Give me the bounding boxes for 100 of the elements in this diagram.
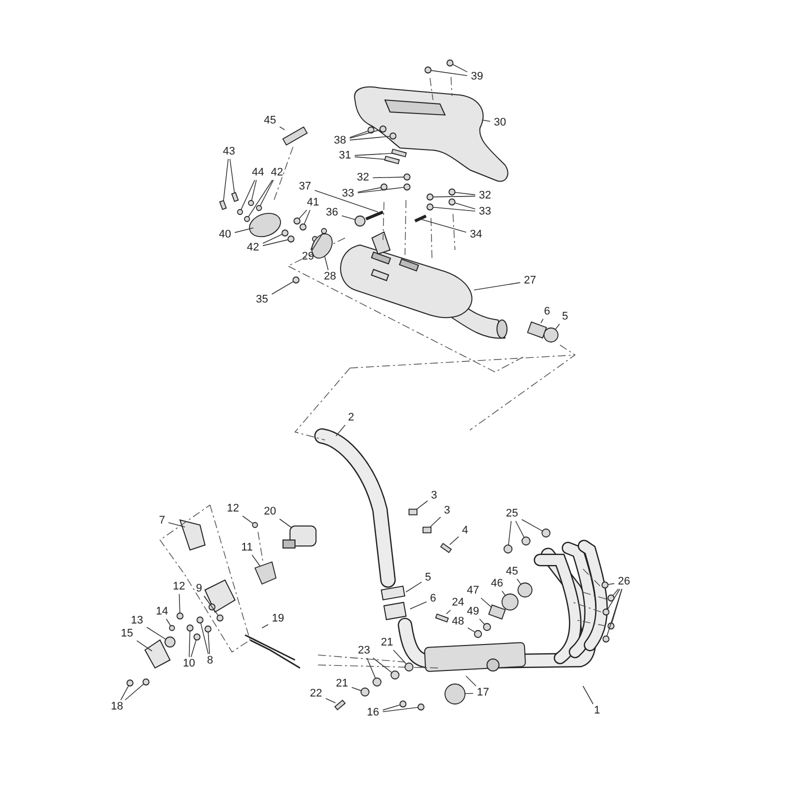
sleeve (380, 586, 406, 600)
leader-line (393, 650, 407, 664)
leader-line (349, 136, 390, 140)
nut (380, 126, 386, 132)
leader-line (454, 202, 476, 210)
leader-line (260, 180, 274, 206)
nut (448, 188, 456, 196)
leader-line (223, 158, 229, 202)
leader-line (611, 588, 622, 624)
sleeve (383, 602, 407, 620)
callout-number: 30 (494, 118, 506, 128)
callout-number: 48 (452, 616, 464, 628)
nut (237, 209, 243, 215)
leader-line (242, 516, 254, 524)
nut (360, 688, 370, 696)
nut (282, 230, 288, 236)
callout-number: 45 (506, 566, 518, 578)
leader-line (474, 282, 521, 290)
callout-number: 19 (272, 614, 284, 624)
leader-line (357, 186, 404, 194)
nut (354, 216, 366, 226)
leader-line (168, 522, 186, 528)
callout-number: 15 (120, 628, 134, 640)
leader-line (230, 158, 235, 194)
leader-line (120, 685, 129, 700)
leader-line (612, 588, 619, 596)
callout-number: 7 (158, 516, 166, 526)
silencer (340, 231, 508, 339)
leader-line (452, 64, 468, 72)
nut (292, 276, 300, 284)
leader-line (262, 624, 269, 628)
callout-number: 33 (478, 206, 492, 218)
callout-number: 27 (524, 276, 536, 286)
nut (483, 623, 491, 631)
leader-line (312, 232, 324, 250)
leader-line (430, 70, 468, 76)
bolt (231, 192, 239, 202)
leader-line (251, 180, 257, 201)
nut (404, 184, 410, 190)
nut (300, 224, 306, 230)
nut (404, 662, 414, 672)
nut (400, 700, 406, 708)
callout-number: 41 (306, 198, 320, 208)
leader-line (406, 582, 422, 592)
leader-line (314, 190, 378, 212)
bolt (391, 148, 407, 158)
leader-line (372, 658, 392, 673)
leader-line (136, 640, 152, 652)
leader-line (325, 698, 336, 704)
bracket (254, 561, 277, 585)
leader-line (540, 318, 544, 324)
callout-number: 21 (336, 678, 348, 690)
callout-number: 45 (264, 116, 276, 126)
leader-line (349, 129, 380, 139)
leader-line (248, 180, 273, 218)
nut (404, 174, 410, 180)
leader-line (271, 281, 294, 295)
bolt (219, 200, 227, 210)
leader-line (298, 210, 308, 220)
nut (608, 594, 614, 602)
leader-line (420, 218, 467, 233)
nut (294, 218, 300, 224)
nut (522, 536, 530, 546)
leader-line (279, 518, 292, 528)
nut (544, 328, 558, 342)
nut (502, 594, 518, 610)
callout-number: 42 (270, 168, 284, 178)
callout-number: 6 (430, 594, 436, 604)
leader-line (416, 500, 428, 510)
sleeve (488, 604, 506, 620)
nut (142, 678, 150, 686)
callout-number: 11 (241, 542, 253, 554)
callout-number: 40 (218, 230, 232, 240)
leader-line (324, 256, 329, 270)
leader-line (188, 630, 190, 658)
callout-number: 22 (310, 688, 322, 700)
leader-line (432, 206, 476, 212)
leader-line (279, 126, 286, 130)
callout-number: 39 (470, 72, 484, 82)
leader-line (349, 130, 369, 138)
callout-number: 32 (356, 172, 370, 184)
nut (186, 624, 194, 632)
leader-line (508, 520, 512, 546)
leader-line (354, 156, 386, 160)
bolt (384, 156, 400, 164)
nut (444, 684, 466, 704)
leader-line (467, 627, 476, 633)
callout-number: 13 (130, 616, 144, 626)
callout-number: 42 (246, 242, 260, 254)
leader-line (304, 210, 310, 225)
nut (204, 626, 212, 632)
leader-line (449, 536, 459, 546)
leader-line (516, 578, 522, 585)
nut (321, 228, 327, 234)
callout-number: 12 (172, 582, 186, 592)
leader-line (310, 240, 314, 250)
leader-line (466, 676, 476, 686)
callout-number: 49 (466, 606, 480, 618)
end-cap (249, 212, 281, 238)
callout-number: 5 (562, 312, 568, 322)
